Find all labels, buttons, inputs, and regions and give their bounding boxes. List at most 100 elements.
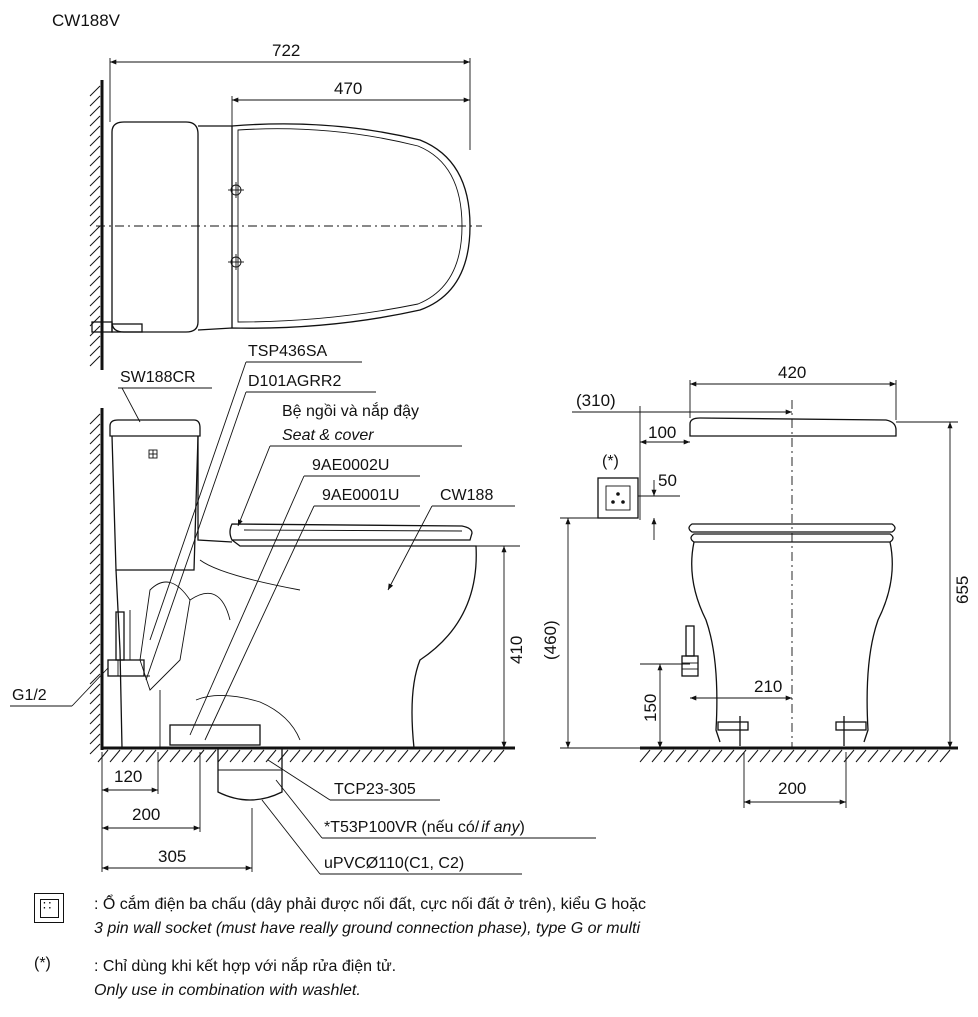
- hatch-line: [97, 749, 109, 763]
- hatch-line: [89, 285, 101, 297]
- hatch-line: [145, 749, 157, 763]
- hatch-line: [89, 633, 101, 645]
- model-title: CW188V: [52, 11, 121, 30]
- legend-socket-text: : Ổ cắm điện ba chấu (dây phải được nối …: [94, 893, 646, 941]
- hatch-line: [89, 463, 101, 475]
- hatch-line: [289, 749, 301, 763]
- dim-655: 655: [953, 576, 972, 604]
- hatch-line: [89, 513, 101, 525]
- legend-socket: : Ổ cắm điện ba chấu (dây phải được nối …: [34, 893, 964, 941]
- hatch-line: [89, 255, 101, 267]
- hatch-line: [457, 749, 469, 763]
- hatch-line: [169, 749, 181, 763]
- hatch-line: [421, 749, 433, 763]
- hatch-line: [735, 749, 747, 763]
- hatch-line: [89, 413, 101, 425]
- dim-420: 420: [778, 363, 806, 382]
- hatch-line: [89, 673, 101, 685]
- hatch-line: [89, 443, 101, 455]
- hatch-line: [89, 335, 101, 347]
- dim-722: 722: [272, 41, 300, 60]
- hatch-line: [89, 603, 101, 615]
- hatch-line: [89, 245, 101, 257]
- hatch-line: [915, 749, 927, 763]
- hatch-line: [89, 95, 101, 107]
- hatch-line: [675, 749, 687, 763]
- hatch-line: [831, 749, 843, 763]
- hatch-line: [89, 563, 101, 575]
- hatch-line: [89, 573, 101, 585]
- hatch-line: [361, 749, 373, 763]
- hatch-line: [723, 749, 735, 763]
- front-view: (*) 420 (310) 100 50 (460) 655 210 15: [541, 363, 972, 808]
- hatch-line: [807, 749, 819, 763]
- hatch-line: [89, 265, 101, 277]
- label-cw188: CW188: [440, 487, 493, 504]
- hatch-line: [747, 749, 759, 763]
- hatch-line: [229, 749, 241, 763]
- hatch-line: [89, 355, 101, 367]
- dim-460: (460): [541, 620, 560, 660]
- hatch-line: [879, 749, 891, 763]
- legend: : Ổ cắm điện ba chấu (dây phải được nối …: [34, 893, 964, 1017]
- hatch-line: [855, 749, 867, 763]
- legend-note-vi: : Chỉ dùng khi kết hợp với nắp rửa điện …: [94, 958, 397, 975]
- hatch-line: [819, 749, 831, 763]
- hatch-line: [337, 749, 349, 763]
- hatch-line: [89, 593, 101, 605]
- hatch-line: [89, 653, 101, 665]
- hatch-line: [89, 195, 101, 207]
- hatch-line: [89, 683, 101, 695]
- hatch-line: [89, 225, 101, 237]
- hatch-line: [89, 523, 101, 535]
- hatch-line: [89, 205, 101, 217]
- dim-305: 305: [158, 847, 186, 866]
- hatch-line: [89, 433, 101, 445]
- legend-socket-en: 3 pin wall socket (must have really grou…: [94, 920, 641, 937]
- hatch-line: [903, 749, 915, 763]
- hatch-line: [445, 749, 457, 763]
- hatch-line: [89, 663, 101, 675]
- hatch-line: [385, 749, 397, 763]
- hatch-line: [89, 743, 101, 755]
- hatch-line: [795, 749, 807, 763]
- hatch-line: [663, 749, 675, 763]
- hatch-line: [89, 175, 101, 187]
- hatch-line: [89, 275, 101, 287]
- label-tsp436sa: TSP436SA: [248, 343, 327, 360]
- label-seat-en: Seat & cover: [282, 427, 374, 444]
- wall-socket-icon: [34, 893, 64, 923]
- label-g-half: G1/2: [12, 687, 47, 704]
- hatch-line: [89, 693, 101, 705]
- dim-200-front: 200: [778, 779, 806, 798]
- dim-200: 200: [132, 805, 160, 824]
- hatch-line: [89, 723, 101, 735]
- hatch-line: [89, 713, 101, 725]
- hatch-line: [89, 583, 101, 595]
- hatch-line: [89, 325, 101, 337]
- hatch-line: [89, 185, 101, 197]
- hatch-line: [89, 305, 101, 317]
- hatch-line: [89, 733, 101, 745]
- label-d101agrr2: D101AGRR2: [248, 373, 341, 390]
- hatch-line: [89, 623, 101, 635]
- label-t53-code: *T53P100VR(nếu có/if any): [324, 819, 525, 836]
- label-9ae0001u: 9AE0001U: [322, 487, 399, 504]
- label-t53-close: ): [519, 819, 524, 836]
- hatch-line: [89, 145, 101, 157]
- dim-120: 120: [114, 767, 142, 786]
- label-t53-en: if any: [481, 819, 520, 836]
- hatch-line: [121, 749, 133, 763]
- hatch-line: [493, 749, 505, 763]
- hatch-line: [89, 295, 101, 307]
- hatch-line: [89, 105, 101, 117]
- hatch-line: [133, 749, 145, 763]
- hatch-line: [89, 135, 101, 147]
- hatch-line: [89, 643, 101, 655]
- legend-note-en: Only use in combination with washlet.: [94, 982, 361, 999]
- hatch-line: [397, 749, 409, 763]
- hatch-line: [651, 749, 663, 763]
- label-t53-code-text: *T53P100VR: [324, 819, 417, 836]
- hatch-line: [89, 493, 101, 505]
